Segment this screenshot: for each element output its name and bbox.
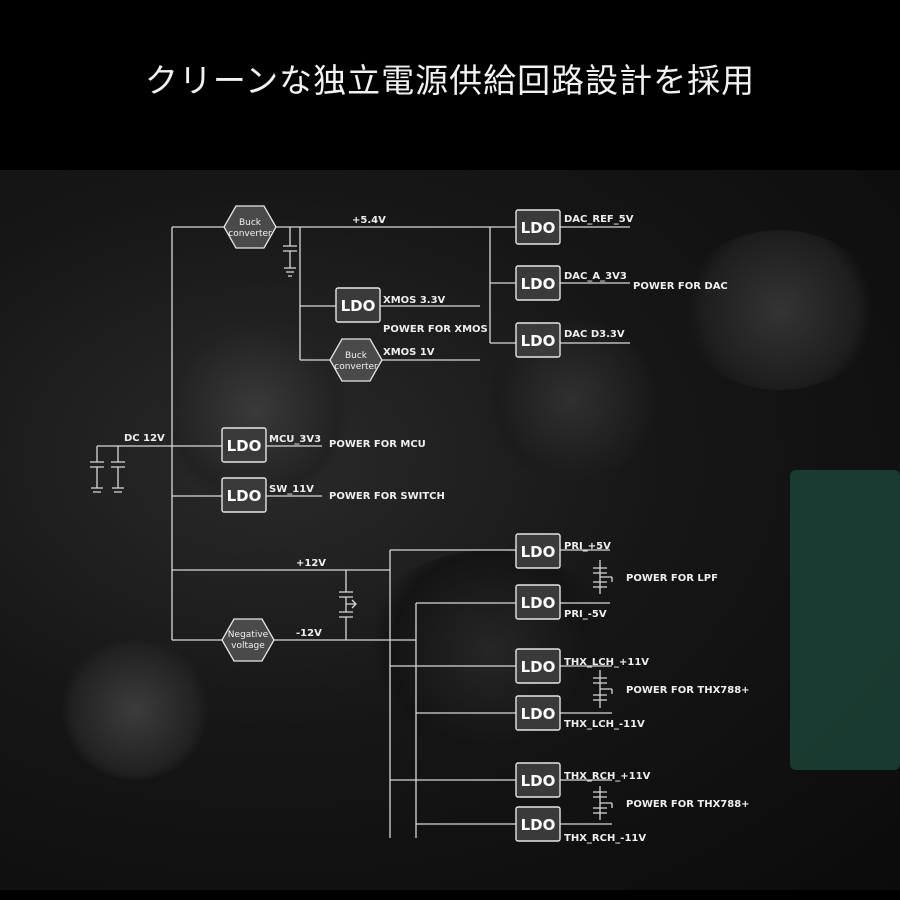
note-power-lpf: POWER FOR LPF bbox=[626, 573, 718, 584]
component-shape bbox=[360, 550, 620, 750]
rail-dc-12v-label: DC 12V bbox=[124, 433, 165, 444]
negative-voltage-line1: Negative bbox=[228, 630, 269, 640]
output-dac-d-label: DAC D3.3V bbox=[564, 329, 625, 340]
ldo-pri-pos-text: LDO bbox=[521, 543, 556, 561]
output-pri-pos-label: PRI_+5V bbox=[564, 541, 611, 552]
ldo-thx-rch-neg: LDO bbox=[515, 806, 561, 842]
ldo-dac-ref: LDO bbox=[515, 209, 561, 245]
output-dac-ref-label: DAC_REF_5V bbox=[564, 214, 634, 225]
ldo-mcu: LDO bbox=[221, 427, 267, 463]
note-power-thx-rch: POWER FOR THX788+ bbox=[626, 799, 750, 810]
output-xmos-33-label: XMOS 3.3V bbox=[383, 295, 446, 306]
output-thx-lch-neg-label: THX_LCH_-11V bbox=[564, 719, 645, 730]
note-power-dac: POWER FOR DAC bbox=[633, 281, 728, 292]
buck-converter-top: Buck converter bbox=[223, 205, 277, 249]
capacitor-shape bbox=[150, 320, 360, 500]
buck-converter-top-line2: converter bbox=[228, 229, 272, 239]
output-dac-a-label: DAC_A_3V3 bbox=[564, 271, 627, 282]
ldo-thx-lch-neg-text: LDO bbox=[521, 705, 556, 723]
output-pri-neg-label: PRI_-5V bbox=[564, 609, 607, 620]
ldo-pri-neg: LDO bbox=[515, 584, 561, 620]
note-power-switch: POWER FOR SWITCH bbox=[329, 491, 445, 502]
rail-plus-12v-label: +12V bbox=[296, 558, 326, 569]
ldo-mcu-text: LDO bbox=[227, 437, 262, 455]
ldo-xmos-text: LDO bbox=[341, 297, 376, 315]
ldo-switch: LDO bbox=[221, 477, 267, 513]
output-sw-label: SW_11V bbox=[269, 484, 314, 495]
negative-voltage-converter: Negative voltage bbox=[221, 618, 275, 662]
ldo-pri-pos: LDO bbox=[515, 533, 561, 569]
ldo-dac-a: LDO bbox=[515, 265, 561, 301]
output-thx-lch-pos-label: THX_LCH_+11V bbox=[564, 657, 649, 668]
ldo-thx-lch-pos-text: LDO bbox=[521, 658, 556, 676]
ldo-dac-d-text: LDO bbox=[521, 332, 556, 350]
ldo-thx-rch-neg-text: LDO bbox=[521, 816, 556, 834]
circuit-board-background bbox=[0, 170, 900, 890]
buck-converter-xmos-line2: converter bbox=[334, 362, 378, 372]
rail-plus-5v4-label: +5.4V bbox=[352, 215, 386, 226]
wires bbox=[90, 226, 630, 838]
ldo-thx-lch-pos: LDO bbox=[515, 648, 561, 684]
output-thx-rch-neg-label: THX_RCH_-11V bbox=[564, 833, 646, 844]
ldo-thx-lch-neg: LDO bbox=[515, 695, 561, 731]
output-mcu-label: MCU_3V3 bbox=[269, 434, 321, 445]
output-xmos-1v-label: XMOS 1V bbox=[383, 347, 435, 358]
capacitor-shape bbox=[480, 320, 660, 480]
buck-converter-xmos: Buck converter bbox=[329, 338, 383, 382]
capacitor-shape bbox=[60, 640, 210, 780]
note-power-xmos: POWER FOR XMOS bbox=[383, 324, 488, 335]
negative-voltage-line2: voltage bbox=[231, 641, 265, 651]
output-thx-rch-pos-label: THX_RCH_+11V bbox=[564, 771, 651, 782]
green-component bbox=[790, 470, 900, 770]
note-power-thx-lch: POWER FOR THX788+ bbox=[626, 685, 750, 696]
note-power-mcu: POWER FOR MCU bbox=[329, 439, 426, 450]
buck-converter-top-line1: Buck bbox=[239, 218, 262, 228]
rail-minus-12v-label: -12V bbox=[296, 628, 322, 639]
headline: クリーンな独立電源供給回路設計を採用 bbox=[144, 61, 756, 100]
ldo-pri-neg-text: LDO bbox=[521, 594, 556, 612]
ldo-thx-rch-pos: LDO bbox=[515, 762, 561, 798]
ldo-dac-d: LDO bbox=[515, 322, 561, 358]
ldo-thx-rch-pos-text: LDO bbox=[521, 772, 556, 790]
ldo-dac-a-text: LDO bbox=[521, 275, 556, 293]
ldo-switch-text: LDO bbox=[227, 487, 262, 505]
ldo-xmos: LDO bbox=[335, 287, 381, 323]
buck-converter-xmos-line1: Buck bbox=[345, 351, 368, 361]
ldo-dac-ref-text: LDO bbox=[521, 219, 556, 237]
component-shape bbox=[680, 230, 880, 390]
